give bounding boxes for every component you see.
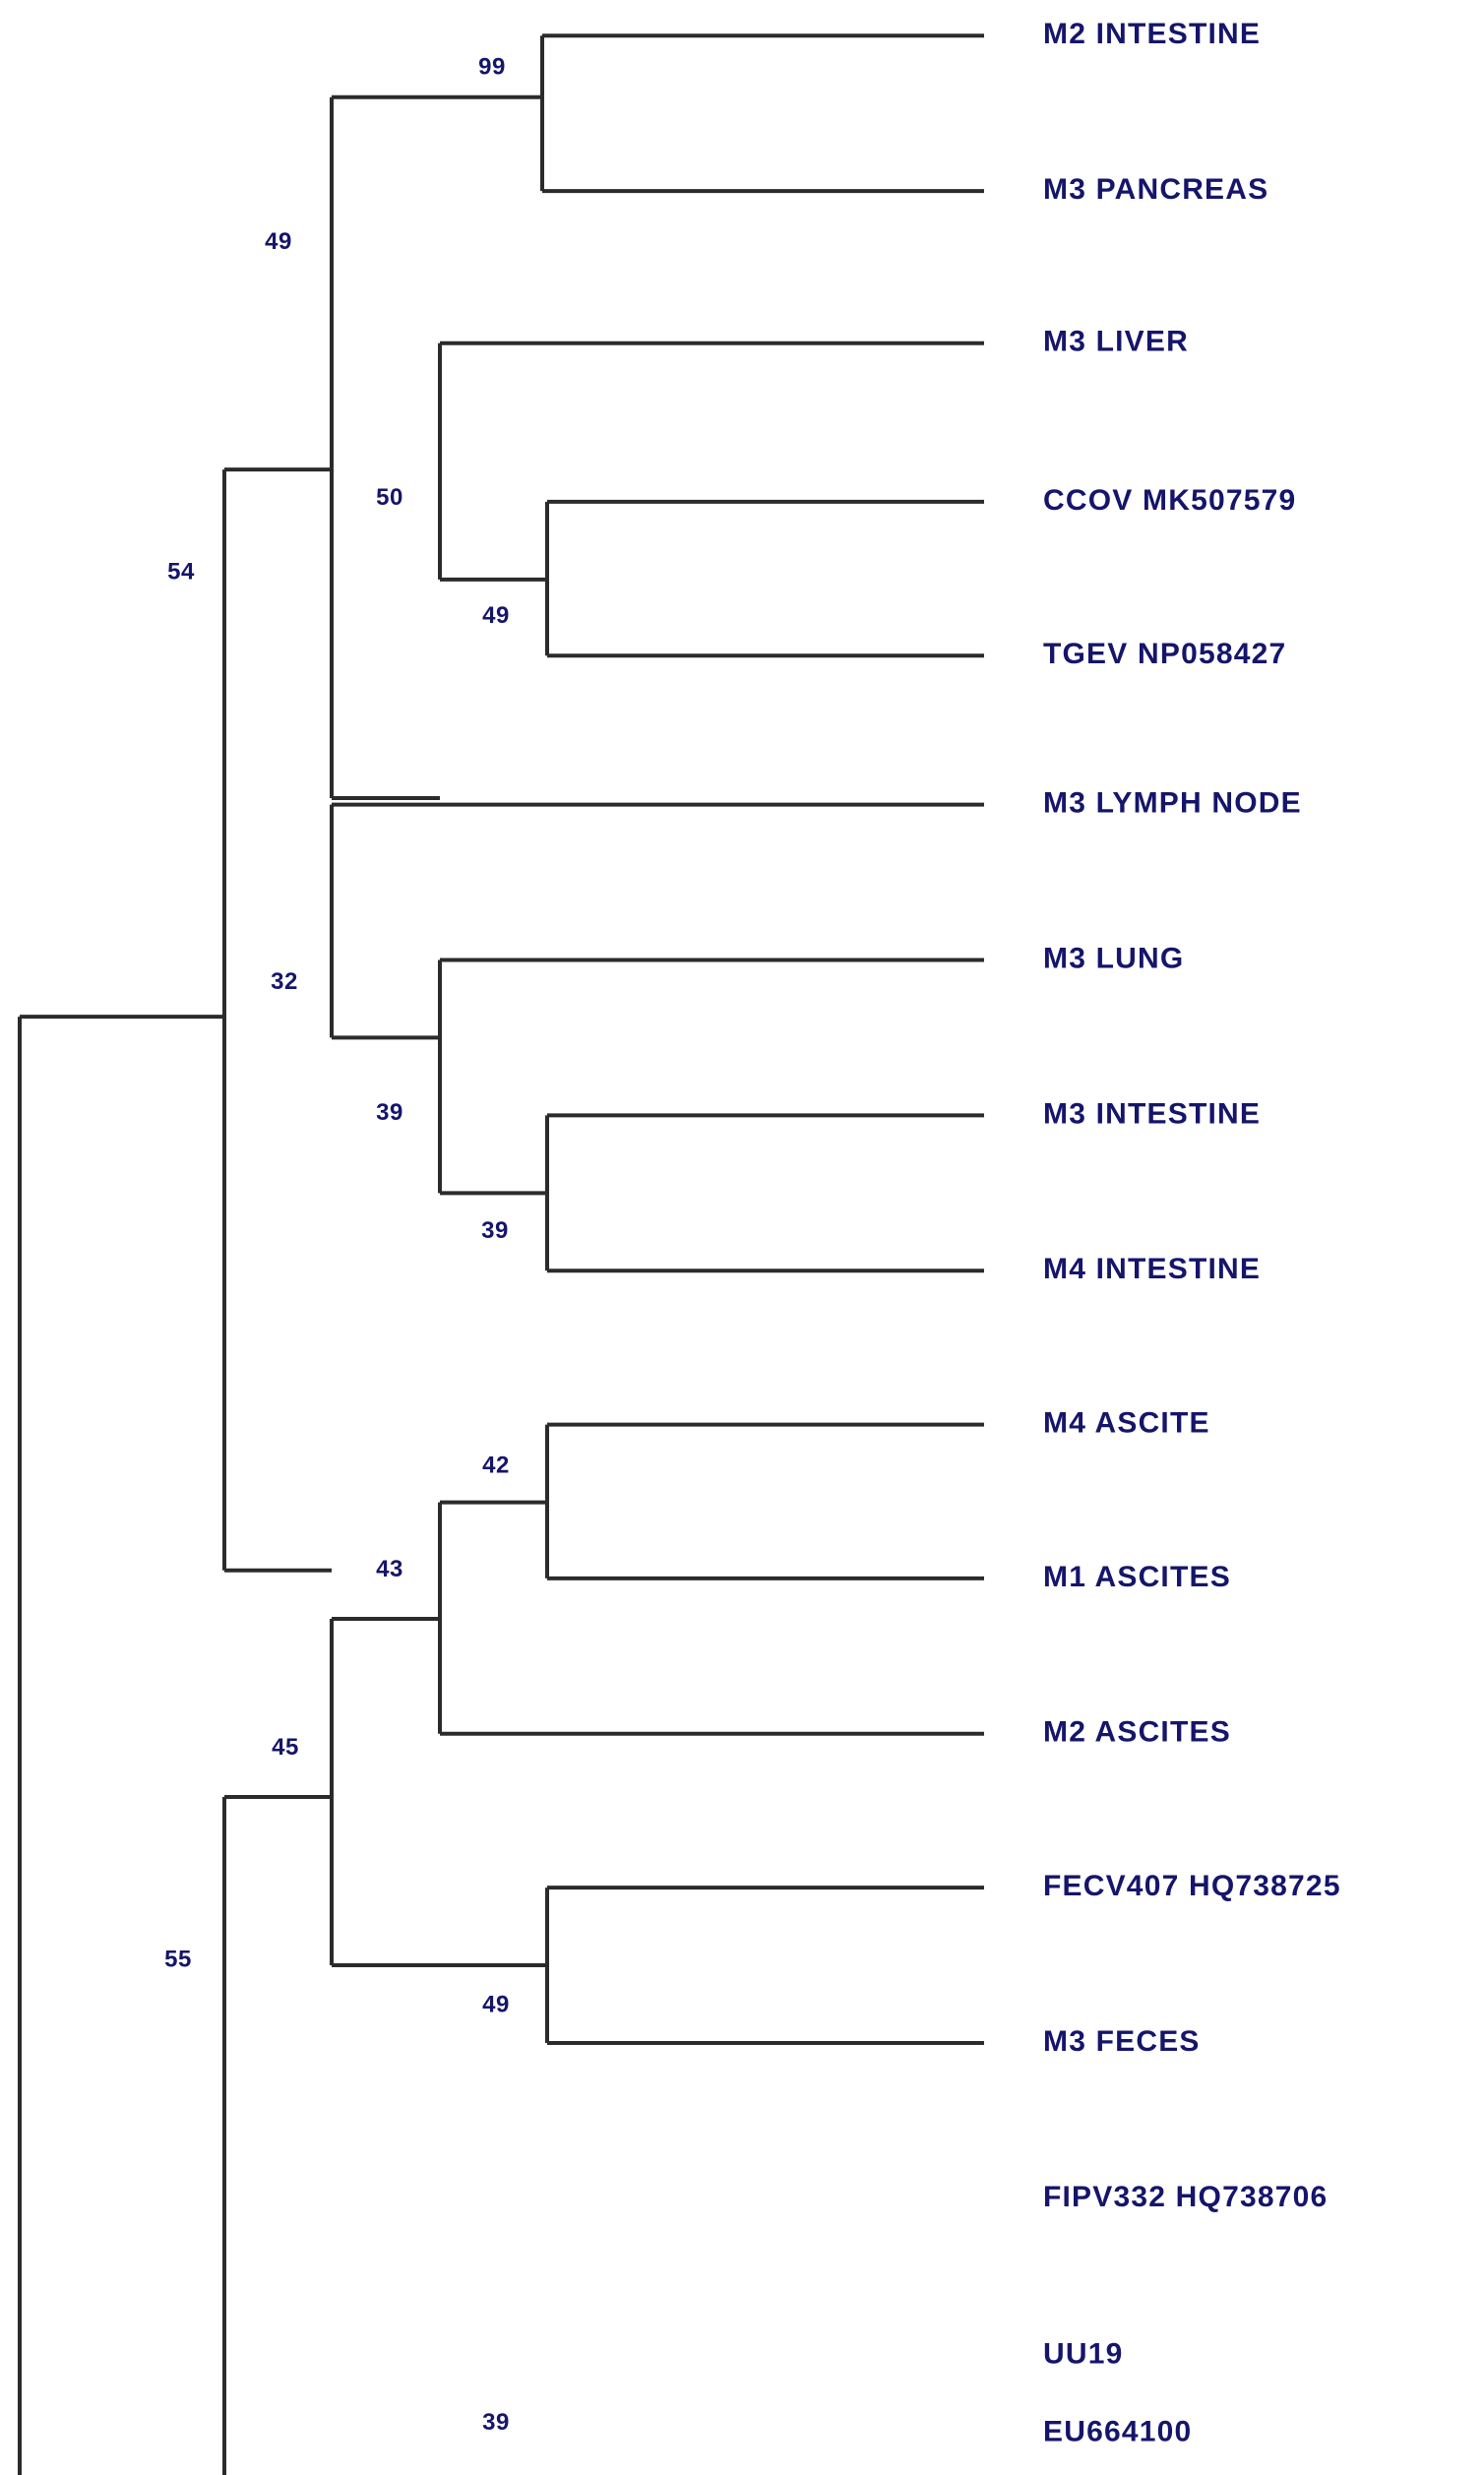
support-value-49a: 49 bbox=[265, 228, 292, 255]
tip-label-fipv332: FIPV332 HQ738706 bbox=[1043, 2181, 1328, 2213]
tip-label-m4-ascite: M4 ASCITE bbox=[1043, 1407, 1210, 1440]
support-value-39c: 39 bbox=[482, 2409, 510, 2436]
support-value-50: 50 bbox=[376, 484, 403, 511]
support-value-55: 55 bbox=[164, 1946, 192, 1972]
support-value-32: 32 bbox=[271, 968, 298, 995]
tip-label-ccov: CCOV MK507579 bbox=[1043, 484, 1296, 517]
support-value-49b: 49 bbox=[482, 602, 510, 629]
support-value-54: 54 bbox=[167, 559, 195, 586]
tip-label-m4-intestine: M4 INTESTINE bbox=[1043, 1253, 1261, 1285]
bootstrap-support-values: 99 49 50 49 54 32 39 39 42 43 45 49 55 3… bbox=[164, 53, 510, 2436]
support-value-39b: 39 bbox=[481, 1217, 509, 1244]
support-value-39a: 39 bbox=[376, 1099, 403, 1126]
tip-label-m3-pancreas: M3 PANCREAS bbox=[1043, 173, 1268, 206]
tip-label-uu19: UU19 bbox=[1043, 2337, 1124, 2370]
tip-label-tgev: TGEV NP058427 bbox=[1043, 638, 1286, 670]
support-value-99: 99 bbox=[478, 53, 506, 80]
tip-label-m3-feces: M3 FECES bbox=[1043, 2025, 1201, 2058]
support-value-42: 42 bbox=[482, 1453, 510, 1479]
support-value-49c: 49 bbox=[482, 1992, 510, 2018]
tip-label-fecv407: FECV407 HQ738725 bbox=[1043, 1870, 1341, 1902]
tip-label-m3-lung: M3 LUNG bbox=[1043, 942, 1184, 974]
tip-label-m3-liver: M3 LIVER bbox=[1043, 326, 1189, 358]
tree-branches bbox=[18, 33, 984, 2475]
tip-label-m2-intestine: M2 INTESTINE bbox=[1043, 18, 1261, 50]
support-value-43: 43 bbox=[376, 1556, 403, 1582]
tip-label-m1-ascites: M1 ASCITES bbox=[1043, 1561, 1231, 1593]
support-value-45: 45 bbox=[272, 1734, 299, 1761]
tip-label-eu664100: EU664100 bbox=[1043, 2415, 1192, 2447]
tip-labels: M2 INTESTINE M3 PANCREAS M3 LIVER CCOV M… bbox=[1043, 18, 1341, 2447]
tip-label-m3-intestine: M3 INTESTINE bbox=[1043, 1097, 1261, 1130]
tip-label-m3-lymph-node: M3 LYMPH NODE bbox=[1043, 787, 1302, 820]
tip-label-m2-ascites: M2 ASCITES bbox=[1043, 1716, 1231, 1749]
